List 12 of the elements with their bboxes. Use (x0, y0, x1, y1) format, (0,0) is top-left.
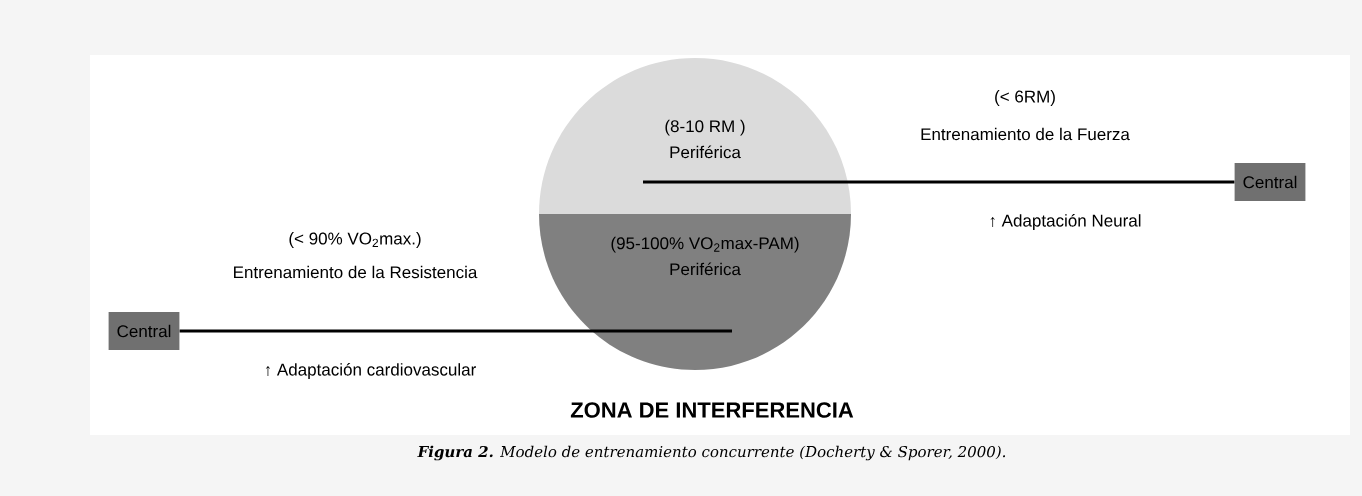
heading: ZONA DE INTERFERENCIA (570, 402, 854, 418)
caption: Figura 2. Modelo de entrenamiento concurrente (Docherty & Sporer, 2000). (417, 445, 1006, 461)
central-box: Central (1234, 163, 1306, 201)
label: (< 6RM) (995, 90, 1055, 106)
label: (< 90% VO$_{2}$max.) (289, 232, 421, 248)
line (643, 180, 1235, 184)
label: ↑ Adaptación cardiovascular (265, 363, 476, 380)
label: Entrenamiento de la Resistencia (234, 265, 478, 279)
line (179, 329, 732, 333)
central-box: Central (108, 312, 180, 350)
label: Entrenamiento de la Fuerza (921, 127, 1130, 141)
label: ↑ Adaptación Neural (990, 214, 1141, 231)
